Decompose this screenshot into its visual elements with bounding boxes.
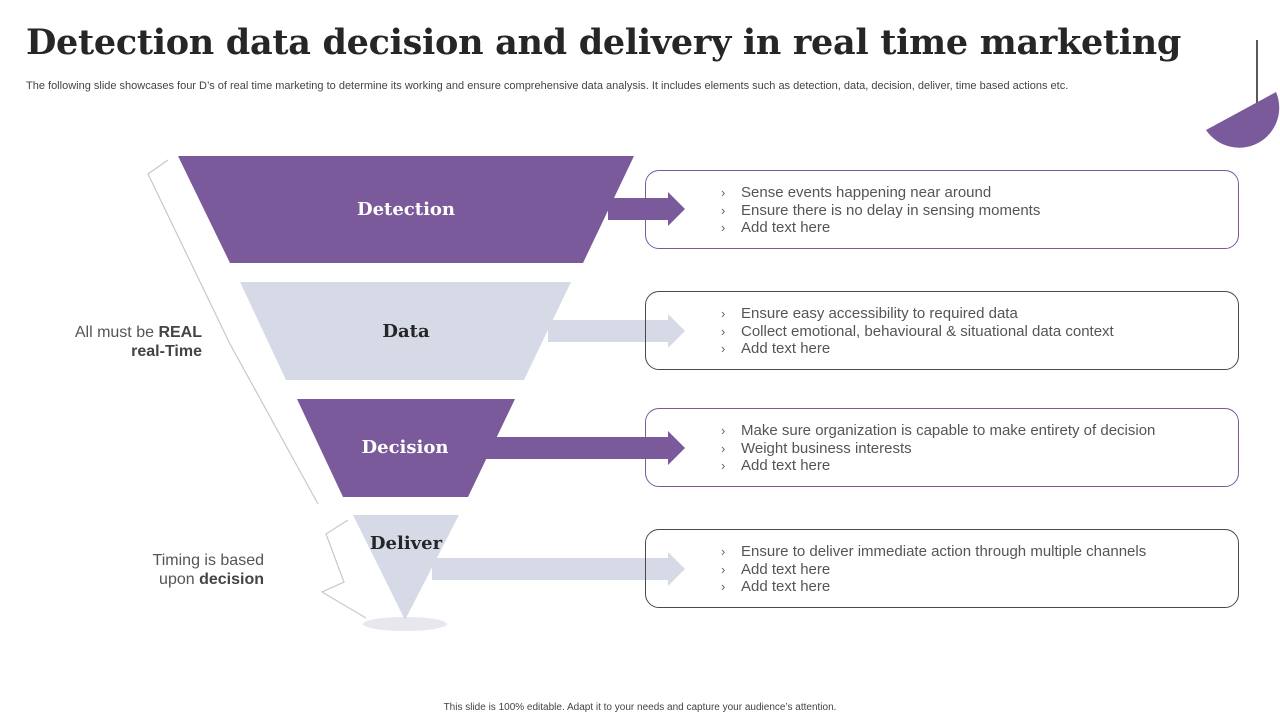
realtime-prefix: All must be — [74, 324, 159, 341]
list-item: ›Sense events happening near around — [721, 184, 992, 201]
slide-footer: This slide is 100% editable. Adapt it to… — [443, 702, 837, 713]
funnel-segment-decision — [297, 399, 515, 497]
list-item: ›Weight business interests — [721, 439, 912, 457]
list-item: ›Add text here — [721, 578, 831, 595]
chevron-right-icon: › — [721, 341, 726, 356]
list-item: ›Make sure organization is capable to ma… — [721, 422, 1156, 439]
funnel-segment-detection — [178, 156, 634, 263]
stage-label-data: Data — [382, 321, 430, 342]
list-item: ›Add text here — [721, 560, 831, 578]
chevron-right-icon: › — [721, 423, 726, 438]
chevron-right-icon: › — [721, 579, 726, 594]
chevron-right-icon: › — [721, 220, 726, 235]
list-item: ›Ensure there is no delay in sensing mom… — [721, 201, 1041, 219]
timing-prefix: upon — [159, 571, 200, 588]
list-item: ›Ensure to deliver immediate action thro… — [721, 543, 1147, 560]
side-label-realtime: All must be REAL real-Time — [40, 323, 202, 361]
list-item: ›Add text here — [721, 457, 831, 474]
timing-strong: decision — [199, 571, 264, 588]
stage-label-deliver: Deliver — [370, 533, 443, 554]
chevron-right-icon: › — [721, 440, 726, 456]
realtime-line2: real-Time — [131, 343, 202, 360]
chevron-right-icon: › — [721, 458, 726, 473]
chevron-right-icon: › — [721, 323, 726, 339]
arrow-data — [548, 314, 685, 348]
funnel-shadow — [363, 617, 447, 631]
bracket-realtime — [147, 159, 319, 505]
slide-subtitle: The following slide showcases four D’s o… — [26, 80, 1069, 92]
bracket-timing — [320, 519, 367, 619]
arrow-decision — [485, 431, 685, 465]
side-label-timing: Timing is based upon decision — [100, 551, 264, 589]
list-item: ›Add text here — [721, 219, 831, 236]
arrow-deliver — [432, 552, 685, 586]
timing-line1: Timing is based — [152, 552, 264, 569]
chevron-right-icon: › — [721, 561, 726, 577]
text-box-detection: ›Sense events happening near around ›Ens… — [645, 170, 1239, 249]
chevron-right-icon: › — [721, 202, 726, 218]
arrow-detection — [608, 192, 685, 226]
funnel-segment-data — [240, 282, 571, 380]
stage-label-decision: Decision — [362, 437, 449, 458]
semicircle-decoration — [1206, 92, 1280, 148]
chevron-right-icon: › — [721, 185, 726, 200]
list-item: ›Ensure easy accessibility to required d… — [721, 305, 1018, 322]
stage-label-detection: Detection — [357, 199, 455, 220]
text-box-decision: ›Make sure organization is capable to ma… — [645, 408, 1239, 487]
realtime-strong: REAL — [158, 324, 202, 341]
list-item: ›Collect emotional, behavioural & situat… — [721, 322, 1114, 340]
chevron-right-icon: › — [721, 544, 726, 559]
list-item: ›Add text here — [721, 340, 831, 357]
text-box-data: ›Ensure easy accessibility to required d… — [645, 291, 1239, 370]
slide-title: Detection data decision and delivery in … — [26, 22, 1182, 63]
text-box-deliver: ›Ensure to deliver immediate action thro… — [645, 529, 1239, 608]
funnel-segment-deliver — [353, 515, 459, 620]
chevron-right-icon: › — [721, 306, 726, 321]
